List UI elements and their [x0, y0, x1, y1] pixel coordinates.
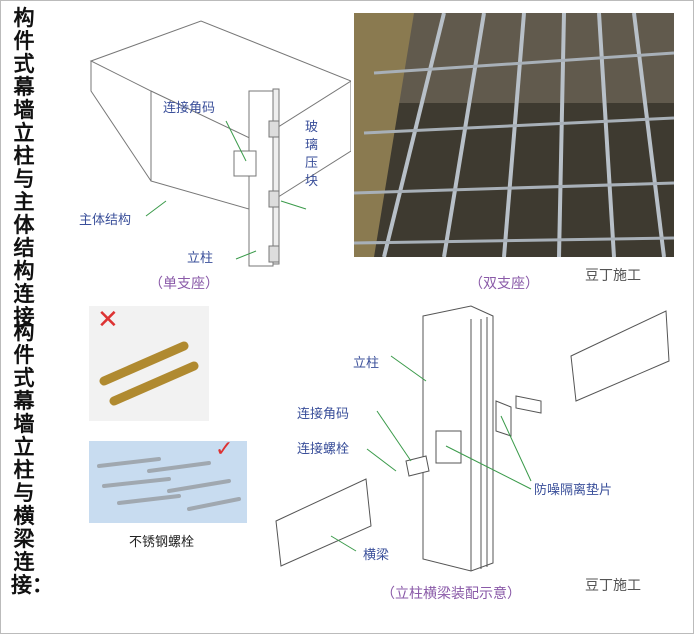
double-support-photo — [354, 13, 674, 257]
caption-assembly: （立柱横梁装配示意） — [381, 586, 521, 602]
caption-single-support: （单支座） — [149, 276, 219, 292]
single-support-diagram — [89, 20, 351, 267]
watermark-bottom: 豆丁施工 — [585, 578, 641, 594]
expansion-bolt-photo — [89, 306, 209, 421]
assembly-diagram — [275, 305, 670, 572]
label-glass-block: 玻璃压块 — [305, 120, 319, 189]
title-column-structure-connection: 构件式幕墙立柱与主体结构连接 — [13, 6, 35, 329]
wrong-mark-icon: ✕ — [97, 305, 119, 335]
watermark-top: 豆丁施工 — [585, 268, 641, 284]
caption-stainless-bolt: 不锈钢螺栓 — [129, 535, 195, 550]
caption-double-support: （双支座） — [469, 276, 539, 292]
label-column: 立柱 — [187, 251, 214, 266]
label-connection-bolt: 连接螺栓 — [297, 442, 350, 457]
stainless-bolt-photo — [89, 441, 247, 523]
label-main-structure: 主体结构 — [79, 213, 132, 228]
label-assembly-column: 立柱 — [353, 356, 380, 371]
label-corner-code: 连接角码 — [163, 101, 216, 116]
title-column-beam-connection: 构件式幕墙立柱与横梁连接： — [11, 320, 53, 597]
label-beam: 横梁 — [363, 548, 390, 563]
label-noise-pad: 防噪隔离垫片 — [534, 483, 613, 498]
right-mark-icon: ✓ — [215, 437, 234, 462]
label-assembly-corner-code: 连接角码 — [297, 407, 350, 422]
